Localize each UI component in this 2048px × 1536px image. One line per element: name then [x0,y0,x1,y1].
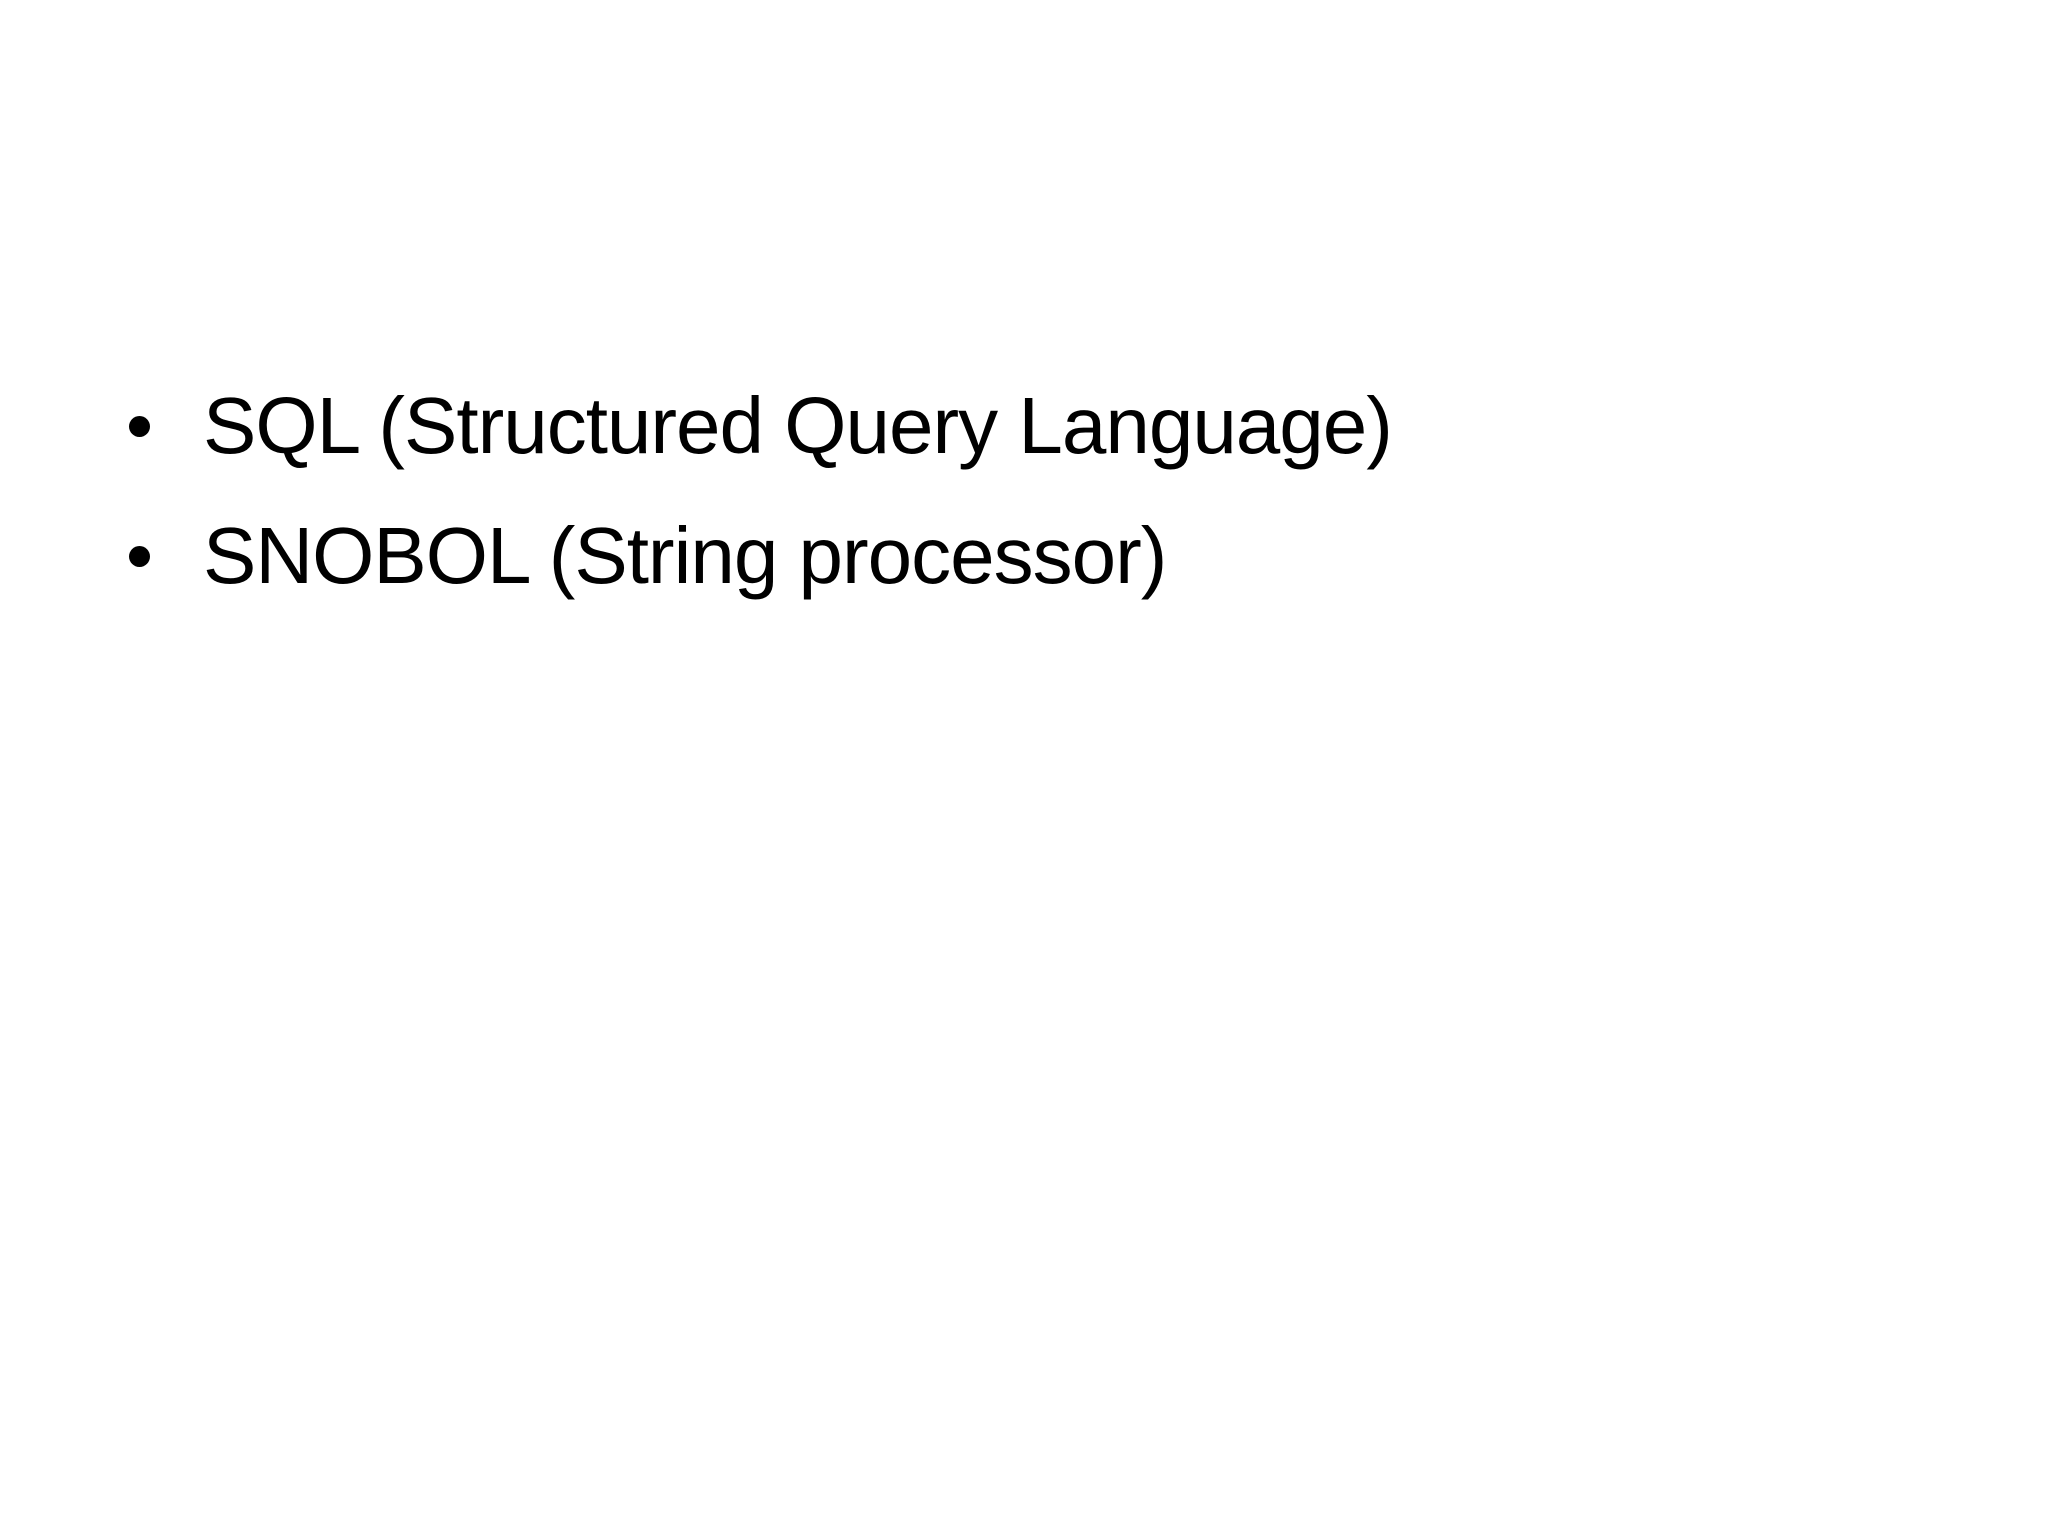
bullet-icon [129,545,150,567]
list-item: SQL (Structured Query Language) [129,361,1393,491]
bullet-list: SQL (Structured Query Language) SNOBOL (… [129,361,1393,621]
bullet-icon [129,415,150,437]
bullet-text: SNOBOL (String processor) [203,511,1167,600]
bullet-text: SQL (Structured Query Language) [203,381,1393,470]
list-item: SNOBOL (String processor) [129,491,1392,621]
